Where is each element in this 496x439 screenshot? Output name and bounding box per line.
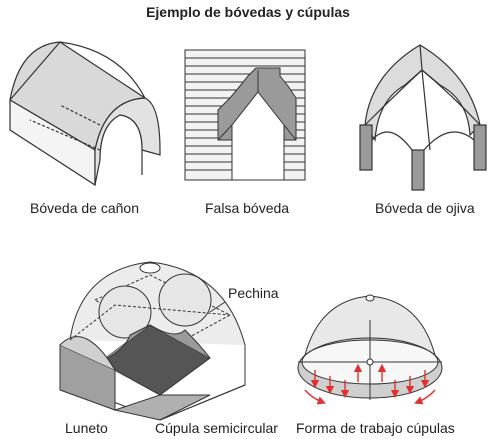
caption-forma-trabajo: Forma de trabajo cúpulas [296,420,455,436]
caption-luneto: Luneto [65,420,108,436]
label-pechina: Pechina [228,285,279,301]
caption-cupula-semicircular: Cúpula semicircular [155,420,278,436]
rib-vault-figure [359,44,487,191]
caption-falsa-boveda: Falsa bóveda [205,200,290,216]
dome-work-figure [297,294,443,405]
diagram-title: Ejemplo de bóvedas y cúpulas [146,4,350,20]
dome-figure [59,261,246,421]
caption-boveda-canon: Bóveda de cañon [30,200,139,216]
barrel-vault-figure [9,41,161,187]
caption-boveda-ojiva: Bóveda de ojiva [375,200,475,216]
corbel-vault-figure [184,49,306,181]
